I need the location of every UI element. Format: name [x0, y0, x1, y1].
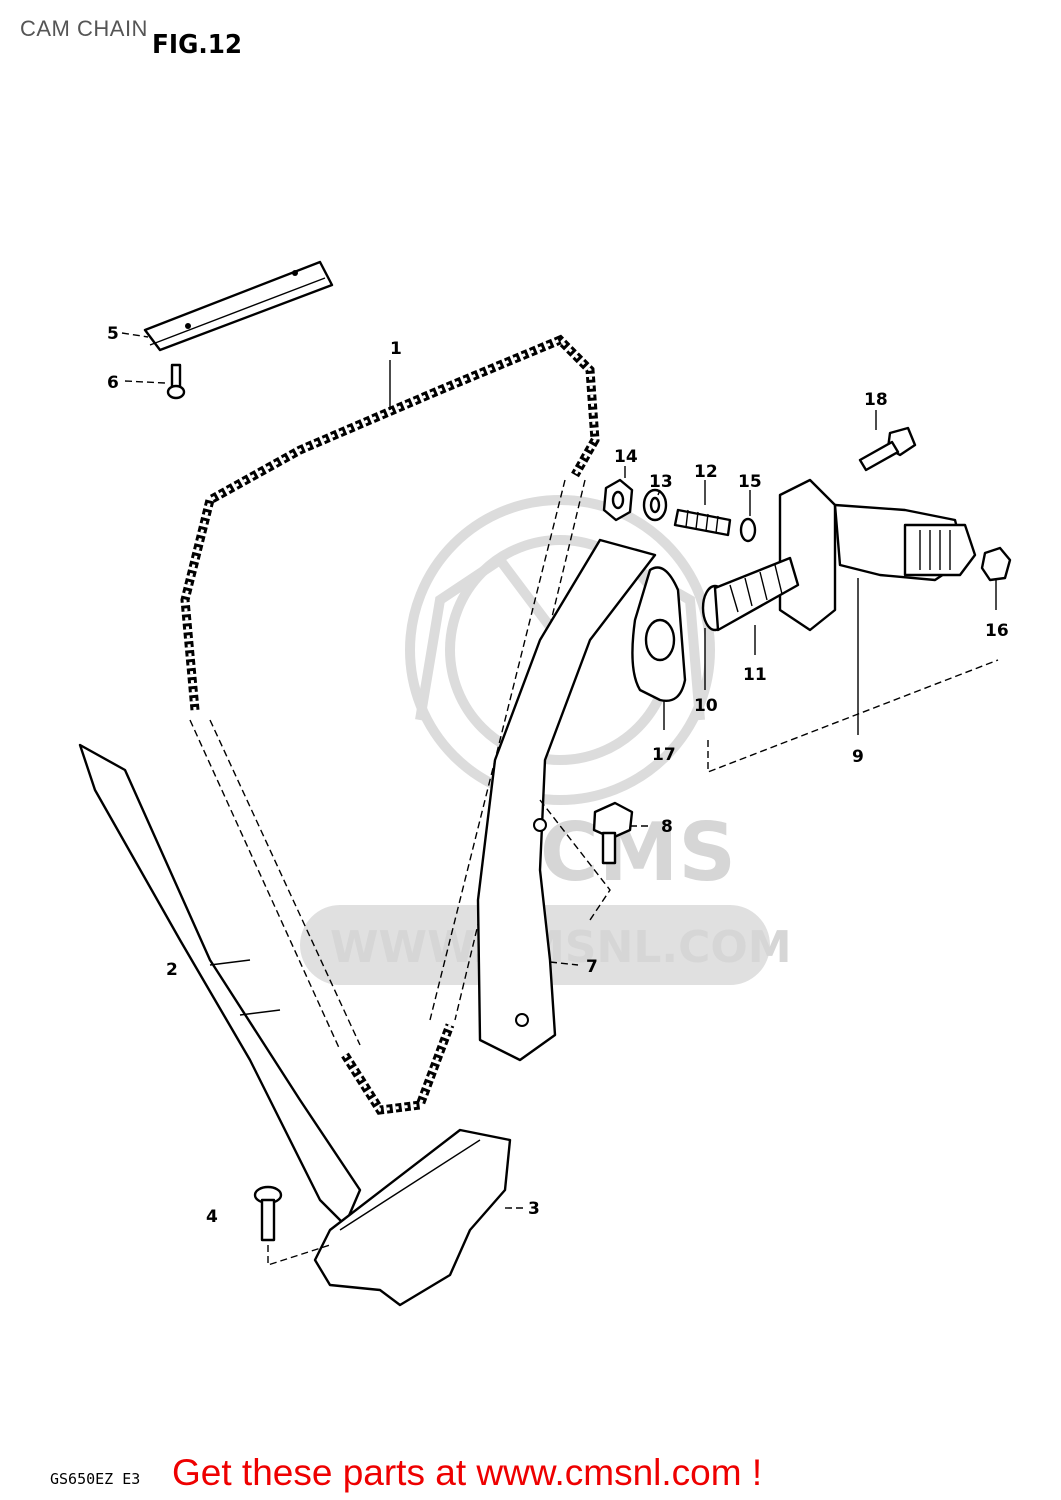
watermark-text: WWW.CMSNL.COM: [330, 922, 792, 973]
leader-lines: [121, 332, 999, 1209]
part-18-bolt: [858, 426, 917, 472]
part-17-gasket: [631, 566, 687, 702]
callout-15: 15: [738, 472, 762, 492]
figure-label: FIG.12: [152, 30, 243, 60]
callout-1: 1: [390, 339, 402, 359]
part-5-chain-guide-upper: [143, 260, 334, 352]
callout-7: 7: [586, 957, 598, 977]
callout-3: 3: [528, 1199, 540, 1219]
part-8-bolt: [539, 799, 634, 921]
callout-11: 11: [743, 665, 767, 685]
page-title: CAM CHAIN: [20, 16, 148, 41]
part-16-cap-nut: [980, 546, 1012, 582]
callout-6: 6: [107, 373, 119, 393]
part-13-washer: [642, 488, 668, 522]
callout-5: 5: [107, 324, 119, 344]
callout-14: 14: [614, 447, 638, 467]
part-3-guide-holder: [313, 1128, 512, 1307]
part-4-screw: [253, 1185, 331, 1266]
callout-2: 2: [166, 960, 178, 980]
callout-numbers: 1 2 3 4 5 6 7 8 9 10 11 12 13 14 15 16 1…: [107, 324, 1009, 1227]
get-parts-link[interactable]: Get these parts at www.cmsnl.com !: [172, 1452, 763, 1493]
callout-9: 9: [852, 747, 864, 767]
callout-17: 17: [652, 745, 676, 765]
callout-10: 10: [694, 696, 718, 716]
part-7-chain-guide-rear: [476, 538, 657, 1062]
part-10-plunger-and-11-spring: [701, 556, 800, 632]
part-15-o-ring: [739, 517, 757, 543]
part-1-cam-chain: [180, 334, 600, 1115]
model-code: GS650EZ E3: [50, 1470, 141, 1488]
callout-12: 12: [694, 462, 718, 482]
callout-18: 18: [864, 390, 888, 410]
part-2-chain-guide-front: [78, 743, 362, 1227]
part-6-screw: [166, 363, 186, 400]
callout-4: 4: [206, 1207, 218, 1227]
callout-13: 13: [649, 472, 673, 492]
callout-16: 16: [985, 621, 1009, 641]
part-9-tensioner-body: [778, 478, 977, 632]
part-14-nut: [602, 478, 634, 522]
callout-8: 8: [661, 817, 673, 837]
watermark-logo-text: CMS: [540, 806, 736, 899]
part-12-spring: [673, 508, 732, 537]
